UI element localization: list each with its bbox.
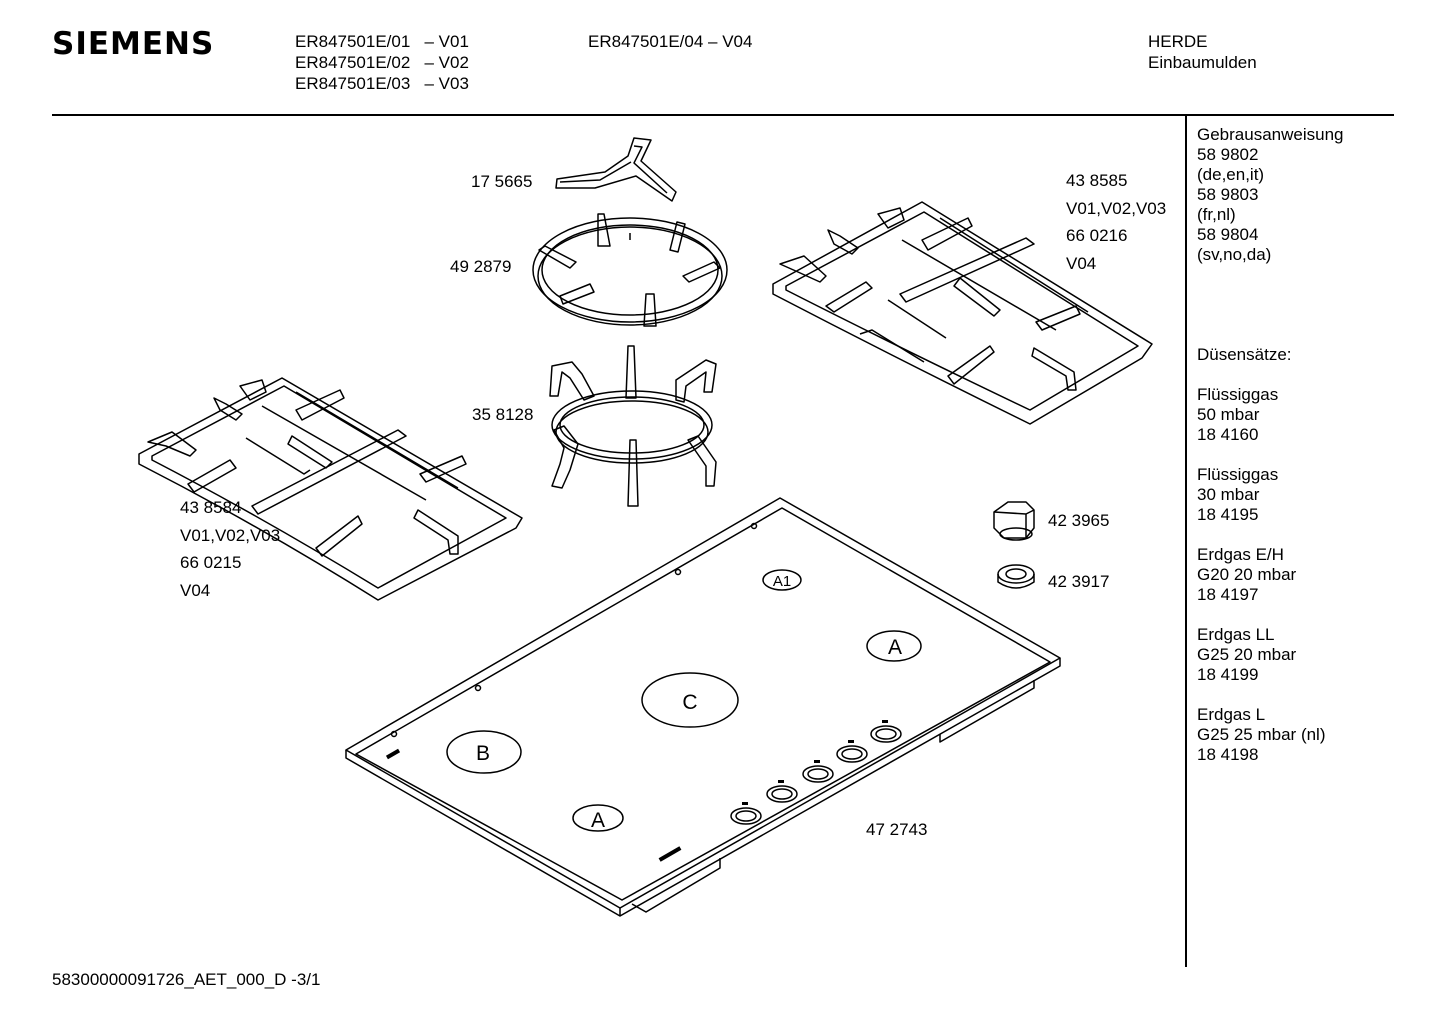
nozzles-title: Düsensätze: — [1197, 345, 1292, 364]
nozzle-line: Erdgas LL — [1197, 625, 1275, 644]
nozzle-line: Flüssiggas — [1197, 465, 1279, 484]
variant-line: ER847501E/03 – V03 — [295, 74, 469, 93]
nozzle-line: 18 4199 — [1197, 665, 1259, 684]
sidebar-divider — [1185, 116, 1187, 967]
category-block: HERDE Einbaumulden — [1148, 31, 1257, 73]
part-line: V01,V02,V03 — [180, 525, 281, 545]
nozzle-line: 30 mbar — [1197, 485, 1260, 504]
nozzle-line: G25 20 mbar — [1197, 645, 1297, 664]
part-line: V04 — [180, 580, 211, 600]
category-title: HERDE — [1148, 32, 1208, 51]
nozzle-line: 18 4195 — [1197, 505, 1259, 524]
ring-grid — [532, 213, 728, 327]
burner-mark-c: C — [682, 691, 697, 714]
nozzle-group: Flüssiggas 50 mbar 18 4160 — [1197, 385, 1387, 445]
nozzle-line: 18 4198 — [1197, 745, 1259, 764]
manual-line: 58 9804 — [1197, 225, 1259, 244]
manual-line: (sv,no,da) — [1197, 245, 1272, 264]
nozzle-line: 18 4197 — [1197, 585, 1259, 604]
burner-mark-b: B — [476, 742, 490, 765]
part-number-knob-ring: 42 3917 — [1048, 572, 1110, 591]
burner-mark-a-rear: A — [888, 636, 902, 659]
pan-grid-left — [138, 377, 523, 601]
nozzle-group: Erdgas E/H G20 20 mbar 18 4197 — [1197, 545, 1387, 605]
part-line: 66 0216 — [1066, 226, 1128, 245]
hob-details — [385, 720, 888, 862]
nozzle-line: Erdgas E/H — [1197, 545, 1284, 564]
burner-mark-a1: A1 — [773, 573, 791, 590]
manual-line: 58 9803 — [1197, 185, 1259, 204]
pan-grid-right — [772, 201, 1153, 425]
sidebar-info: Gebrausanweisung 58 9802 (de,en,it) 58 9… — [1197, 125, 1387, 785]
variant-line: ER847501E/04 – V04 — [588, 32, 753, 51]
part-number-grid-right: 43 8585 V01,V02,V03 66 0216 V04 — [1066, 167, 1166, 277]
part-number-ring-grid: 49 2879 — [450, 257, 512, 276]
nozzle-line: 18 4160 — [1197, 425, 1259, 444]
hob-top — [345, 497, 1061, 917]
document-code: 58300000091726_AET_000_D -3/1 — [52, 970, 321, 989]
variant-line: ER847501E/01 – V01 — [295, 32, 469, 51]
part-number-wok-ring: 35 8128 — [472, 405, 534, 424]
header-divider — [52, 114, 1394, 116]
variant-line: ER847501E/02 – V02 — [295, 53, 469, 72]
part-number-grid-left: 43 8584 V01,V02,V03 66 0215 V04 — [180, 494, 280, 604]
burner-mark-a-front: A — [591, 809, 605, 832]
part-number-support: 17 5665 — [471, 172, 533, 191]
part-number-hob: 47 2743 — [866, 820, 928, 839]
wok-ring — [549, 345, 717, 507]
nozzle-line: 50 mbar — [1197, 405, 1260, 424]
part-line: 43 8585 — [1066, 171, 1128, 190]
nozzle-group: Erdgas L G25 25 mbar (nl) 18 4198 — [1197, 705, 1387, 765]
nozzle-group: Erdgas LL G25 20 mbar 18 4199 — [1197, 625, 1387, 685]
part-line: 43 8584 — [180, 498, 242, 517]
part-number-knob: 42 3965 — [1048, 511, 1110, 530]
subcategory-title: Einbaumulden — [1148, 53, 1257, 72]
manual-line: (de,en,it) — [1197, 165, 1265, 184]
control-knob — [993, 501, 1035, 541]
nozzle-line: Erdgas L — [1197, 705, 1266, 724]
manual-line: Gebrausanweisung — [1197, 125, 1344, 144]
variant-list-1: ER847501E/01 – V01 ER847501E/02 – V02 ER… — [295, 31, 469, 94]
nozzle-line: G20 20 mbar — [1197, 565, 1297, 584]
brand-logo: SIEMENS — [52, 26, 215, 62]
manual-line: (fr,nl) — [1197, 205, 1236, 224]
part-line: 66 0215 — [180, 553, 242, 572]
nozzle-line: Flüssiggas — [1197, 385, 1279, 404]
part-line: V04 — [1066, 253, 1097, 273]
knob-ring — [997, 564, 1035, 589]
manual-list: Gebrausanweisung 58 9802 (de,en,it) 58 9… — [1197, 125, 1387, 265]
nozzle-group: Flüssiggas 30 mbar 18 4195 — [1197, 465, 1387, 525]
manual-line: 58 9802 — [1197, 145, 1259, 164]
part-line: V01,V02,V03 — [1066, 198, 1167, 218]
nozzle-line: G25 25 mbar (nl) — [1197, 725, 1326, 744]
pan-support-small — [555, 137, 677, 202]
variant-list-2: ER847501E/04 – V04 — [588, 31, 752, 52]
